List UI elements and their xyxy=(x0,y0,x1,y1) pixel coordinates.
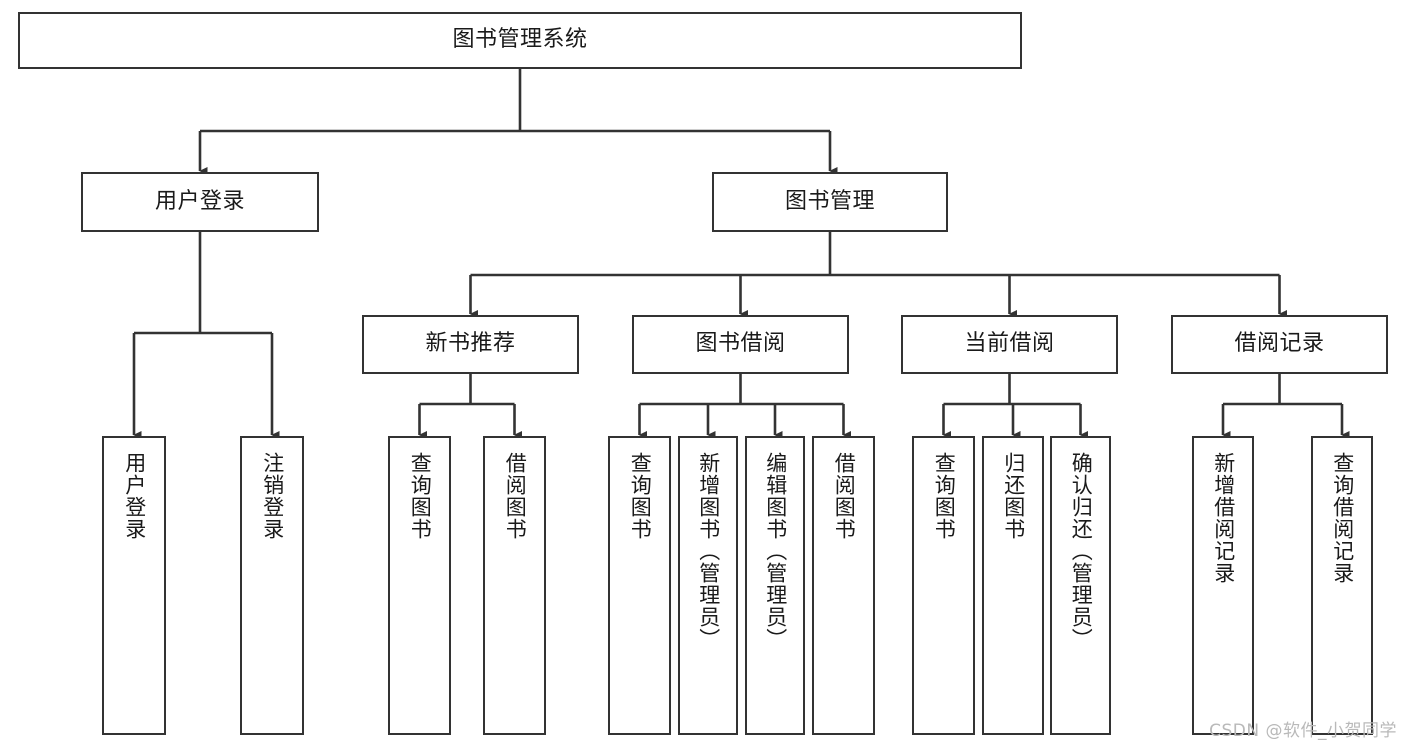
node-leaf-cur-query-book[interactable]: 查询图书 xyxy=(912,436,975,735)
node-new-book-rec[interactable]: 新书推荐 xyxy=(362,315,579,374)
node-label: 当前借阅 xyxy=(964,331,1055,357)
node-label-vertical: 注销登录 xyxy=(260,452,285,540)
node-label-vertical: 借阅图书 xyxy=(832,452,857,540)
watermark-text: CSDN @软件_小贺同学 xyxy=(1209,721,1397,741)
node-leaf-add-book-admin[interactable]: 新增图书（管理员） xyxy=(678,436,738,735)
node-leaf-user-login[interactable]: 用户登录 xyxy=(102,436,166,735)
node-leaf-confirm-return-admin[interactable]: 确认归还（管理员） xyxy=(1050,436,1111,735)
node-leaf-rec-borrow-book[interactable]: 借阅图书 xyxy=(483,436,546,735)
node-label: 图书管理系统 xyxy=(452,27,588,53)
node-leaf-return-book[interactable]: 归还图书 xyxy=(982,436,1044,735)
node-label-vertical: 查询图书 xyxy=(408,452,433,540)
node-label: 图书管理 xyxy=(784,188,875,214)
node-current-borrow[interactable]: 当前借阅 xyxy=(901,315,1118,374)
node-root[interactable]: 图书管理系统 xyxy=(18,12,1022,69)
node-label: 新书推荐 xyxy=(425,331,516,357)
node-label-vertical: 查询图书 xyxy=(932,452,957,540)
node-user-login[interactable]: 用户登录 xyxy=(81,172,319,232)
node-label-vertical: 编辑图书（管理员） xyxy=(763,452,788,650)
node-label-vertical: 新增借阅记录 xyxy=(1211,452,1236,584)
node-book-manage[interactable]: 图书管理 xyxy=(712,172,948,232)
node-leaf-borrow-book[interactable]: 借阅图书 xyxy=(812,436,875,735)
node-leaf-borrow-query-book[interactable]: 查询图书 xyxy=(608,436,671,735)
node-leaf-add-borrow-record[interactable]: 新增借阅记录 xyxy=(1192,436,1254,735)
node-label-vertical: 查询借阅记录 xyxy=(1330,452,1355,584)
node-label: 用户登录 xyxy=(154,188,245,214)
node-borrow-record[interactable]: 借阅记录 xyxy=(1171,315,1388,374)
node-label-vertical: 新增图书（管理员） xyxy=(696,452,721,650)
node-label-vertical: 查询图书 xyxy=(628,452,653,540)
node-label-vertical: 用户登录 xyxy=(122,452,147,540)
node-leaf-user-logout[interactable]: 注销登录 xyxy=(240,436,304,735)
node-label: 借阅记录 xyxy=(1234,331,1325,357)
node-leaf-rec-query-book[interactable]: 查询图书 xyxy=(388,436,451,735)
node-leaf-edit-book-admin[interactable]: 编辑图书（管理员） xyxy=(745,436,805,735)
node-book-borrow[interactable]: 图书借阅 xyxy=(632,315,849,374)
node-label-vertical: 归还图书 xyxy=(1001,452,1026,540)
node-leaf-query-borrow-record[interactable]: 查询借阅记录 xyxy=(1311,436,1373,735)
node-label-vertical: 确认归还（管理员） xyxy=(1069,452,1094,650)
node-label: 图书借阅 xyxy=(695,331,786,357)
node-label-vertical: 借阅图书 xyxy=(503,452,528,540)
